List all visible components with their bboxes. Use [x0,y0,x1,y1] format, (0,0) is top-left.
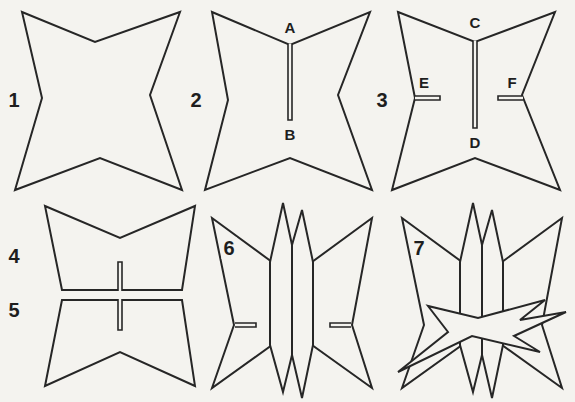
step-number: 6 [221,237,236,259]
point-letter: D [468,134,483,151]
star-shape [15,12,182,190]
slot-cut [235,323,256,327]
star-half [45,300,195,386]
star-edge-on [270,203,313,398]
slot-cut [330,323,351,327]
step-number: 7 [411,237,426,259]
point-letter: A [283,19,298,36]
star-shape [205,12,372,190]
slot-cut [288,44,292,120]
point-letter: E [417,74,431,91]
slot-cut [118,262,122,291]
star-wing [212,218,272,388]
slot-cut [118,299,122,330]
step-number: 1 [6,89,21,111]
step-number: 2 [188,89,203,111]
point-letter: C [468,14,483,31]
step-number: 4 [6,245,21,267]
star-shape [392,12,560,190]
step-number: 5 [6,299,21,321]
slot-cut [415,96,440,100]
step-number: 3 [374,89,389,111]
point-letter: B [283,126,298,143]
star-half [45,206,195,290]
point-letter: F [505,74,518,91]
star-edge-on [460,203,503,398]
star-wing [312,218,372,388]
star-horizontal [398,300,566,372]
slot-cut [498,96,523,100]
slot-cut [473,41,477,128]
fold-line [291,245,293,355]
